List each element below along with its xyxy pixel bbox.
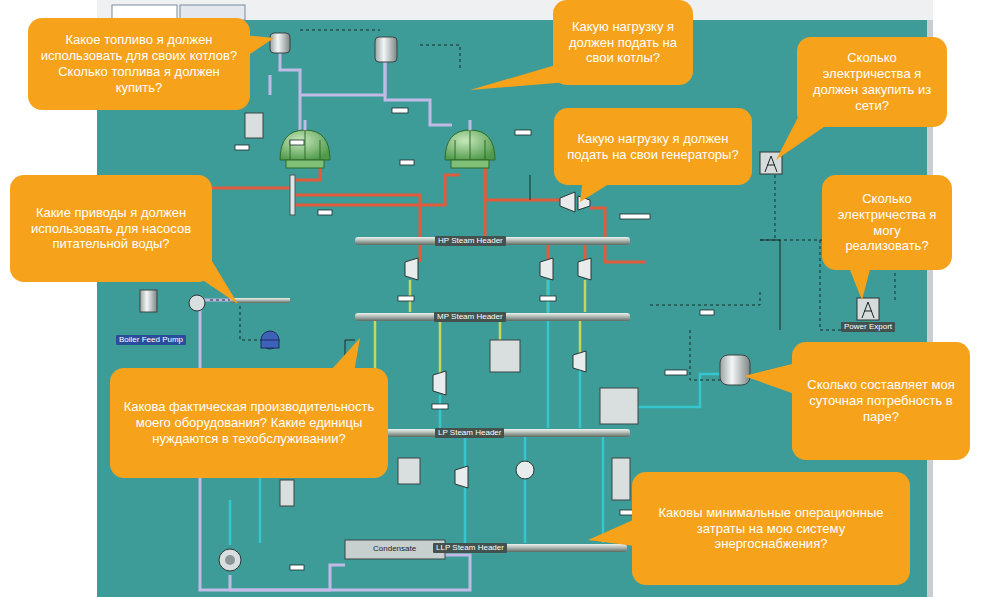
- question-callout: Какие приводы я должен использовать для …: [10, 175, 212, 282]
- turbines: [368, 192, 591, 488]
- callout-text: Сколько составляет моя суточная потребно…: [804, 377, 958, 425]
- equipment-label: LP Steam Header: [435, 428, 504, 438]
- callout-text: Какова фактическая производительность мо…: [122, 399, 376, 447]
- equipment-label: Boiler Feed Pump: [116, 335, 186, 345]
- callout-text: Сколько электричества я могу реализовать…: [834, 191, 940, 254]
- question-callout: Какую нагрузку я должен подать на свои г…: [554, 108, 752, 185]
- question-callout: Какую нагрузку я должен подать на свои к…: [553, 0, 693, 85]
- equipment-label: MP Steam Header: [434, 312, 506, 322]
- callout-text: Сколько электричества я должен закупить …: [809, 50, 935, 113]
- callout-text: Какую нагрузку я должен подать на свои г…: [566, 131, 740, 163]
- steam-header: [355, 429, 630, 437]
- solid-wires: [345, 175, 780, 395]
- boiler: [280, 120, 330, 168]
- question-callout: Сколько составляет моя суточная потребно…: [792, 342, 970, 460]
- tab-strip: [97, 0, 933, 20]
- question-callout: Каковы минимальные операционные затраты …: [632, 472, 910, 585]
- equipment-label: Condensate: [370, 544, 419, 554]
- equipment-label: Power Export: [841, 322, 895, 332]
- callout-text: Какие приводы я должен использовать для …: [22, 205, 200, 253]
- question-callout: Сколько электричества я должен закупить …: [797, 37, 947, 127]
- equipment-label: LLP Steam Header: [433, 543, 507, 553]
- water-header: [230, 298, 290, 303]
- steam-header: [355, 237, 630, 245]
- callout-text: Какую нагрузку я должен подать на свои к…: [565, 19, 681, 67]
- callout-text: Каковы минимальные операционные затраты …: [644, 505, 898, 553]
- callout-text: Какое топливо я должен использовать для …: [40, 32, 238, 95]
- boiler: [445, 120, 495, 168]
- question-callout: Сколько электричества я могу реализовать…: [822, 175, 952, 270]
- signal-lines: [210, 30, 895, 380]
- steam-header: [355, 313, 630, 321]
- distribution-bar: [290, 175, 295, 215]
- question-callout: Какова фактическая производительность мо…: [110, 368, 388, 478]
- equipment-label: HP Steam Header: [435, 236, 506, 246]
- mp-steam-lines: [375, 280, 585, 375]
- question-callout: Какое топливо я должен использовать для …: [28, 18, 250, 110]
